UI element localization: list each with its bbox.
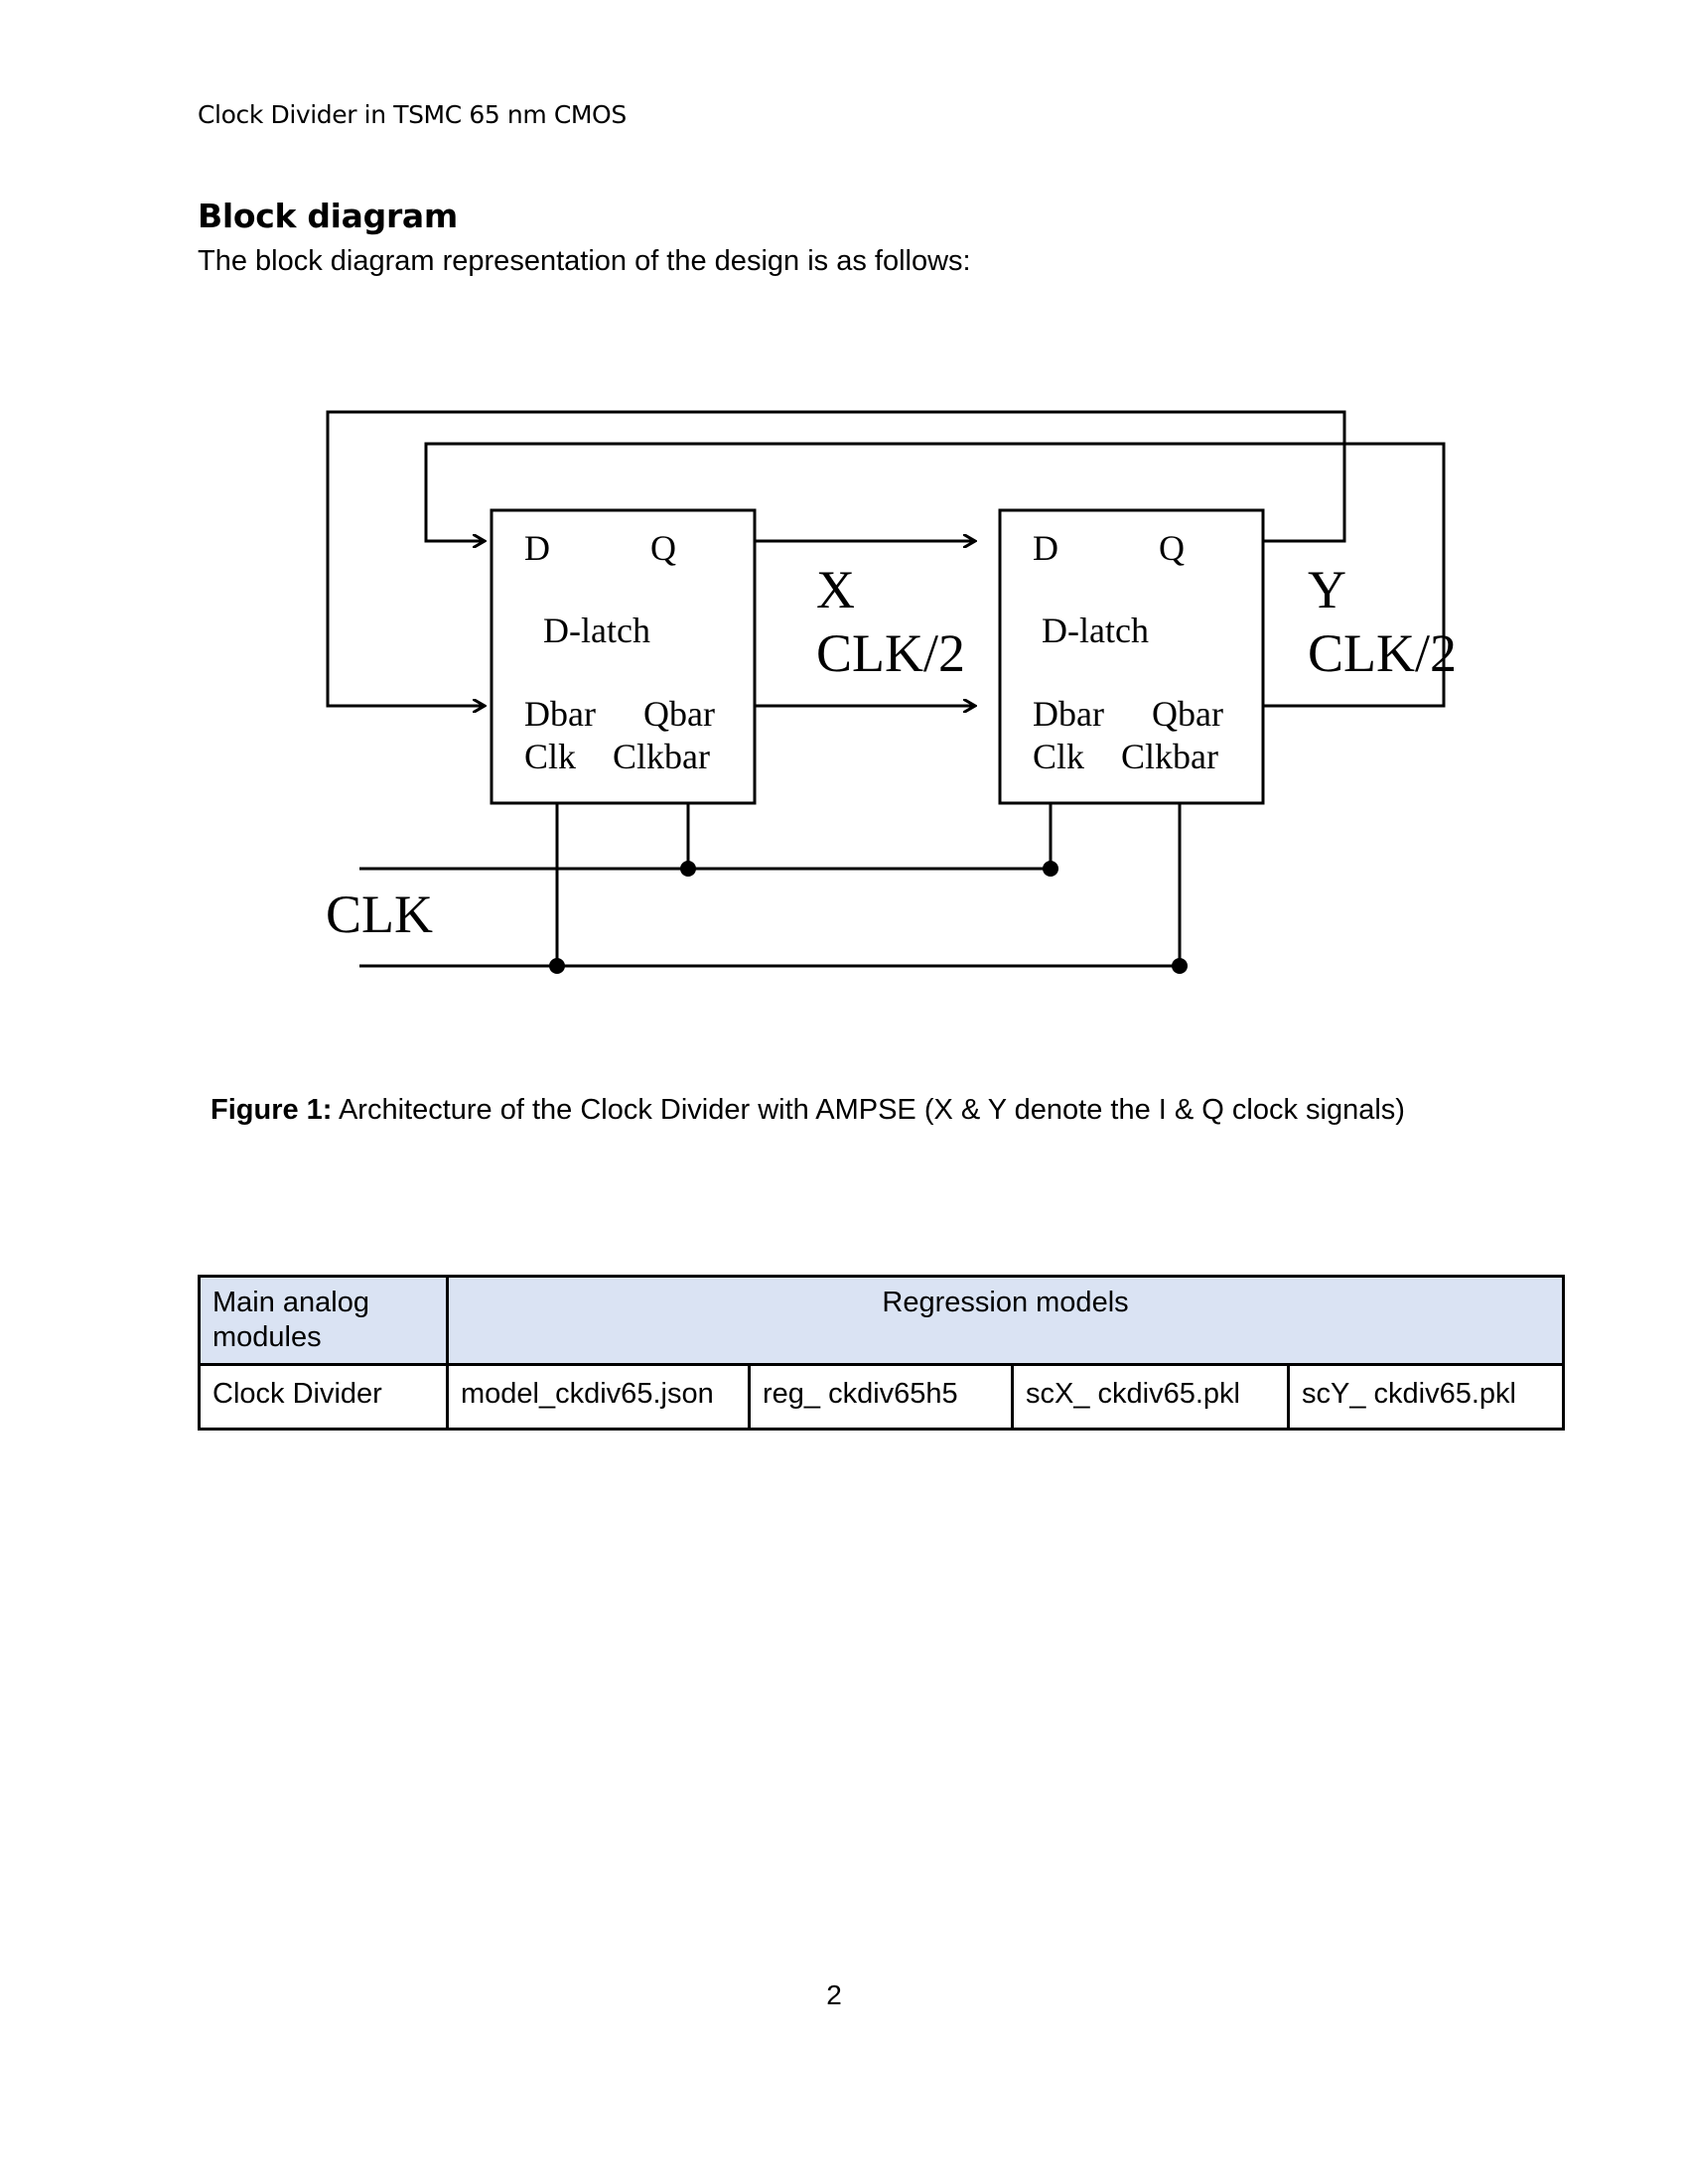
latch2-d-label: D	[1033, 528, 1058, 568]
latch1-clk-label: Clk	[524, 737, 576, 776]
latch1-clkbar-label: Clkbar	[613, 737, 710, 776]
latch1-name: D-latch	[543, 611, 650, 650]
table-row: Clock Divider model_ckdiv65.json reg_ ck…	[198, 1362, 1566, 1431]
regression-models-table: Main analog modules Regression models Cl…	[198, 1275, 1566, 1431]
latch-1-box	[490, 508, 757, 805]
header-main-modules: Main analog modules	[198, 1275, 449, 1366]
latch2-name: D-latch	[1042, 611, 1149, 650]
latch2-qbar-label: Qbar	[1152, 694, 1223, 734]
latch1-dbar-label: Dbar	[524, 694, 596, 734]
y-frequency-label: CLK/2	[1308, 623, 1457, 683]
latch-2-box	[998, 508, 1265, 805]
header-regression-models: Regression models	[445, 1275, 1566, 1366]
page-header: Clock Divider in TSMC 65 nm CMOS	[198, 100, 627, 129]
cell-model-file: reg_ ckdiv65h5	[748, 1362, 1014, 1431]
x-signal-label: X	[816, 560, 855, 619]
figure-caption-text: Architecture of the Clock Divider with A…	[338, 1094, 1405, 1126]
section-heading: Block diagram	[198, 197, 458, 235]
table-header-row: Main analog modules Regression models	[198, 1275, 1566, 1366]
latch2-clkbar-label: Clkbar	[1121, 737, 1218, 776]
clk-label: CLK	[326, 885, 433, 944]
junction-dot	[1043, 861, 1058, 877]
latch2-q-label: Q	[1159, 528, 1185, 568]
junction-dot	[680, 861, 696, 877]
page-number: 2	[826, 1979, 842, 2010]
cell-model-file: scY_ ckdiv65.pkl	[1286, 1362, 1566, 1431]
latch1-q-label: Q	[650, 528, 676, 568]
figure-label: Figure 1:	[211, 1094, 333, 1126]
figure-caption: Figure 1: Architecture of the Clock Divi…	[211, 1094, 1405, 1127]
junction-dot	[549, 958, 565, 974]
cell-model-file: scX_ ckdiv65.pkl	[1011, 1362, 1290, 1431]
cell-model-file: model_ckdiv65.json	[446, 1362, 751, 1431]
latch2-dbar-label: Dbar	[1033, 694, 1104, 734]
x-frequency-label: CLK/2	[816, 623, 965, 683]
latch1-d-label: D	[524, 528, 550, 568]
y-signal-label: Y	[1308, 560, 1346, 619]
feedback-wire-qbar2-to-d1	[424, 442, 1446, 708]
cell-module: Clock Divider	[198, 1362, 449, 1431]
feedback-wire-q2-to-dbar1	[326, 410, 1346, 706]
junction-dot	[1172, 958, 1188, 974]
latch1-qbar-label: Qbar	[643, 694, 715, 734]
block-diagram: D Q D-latch Dbar Qbar Clk Clkbar D Q D-l…	[326, 410, 1457, 974]
intro-text: The block diagram representation of the …	[198, 245, 971, 277]
latch2-clk-label: Clk	[1033, 737, 1084, 776]
